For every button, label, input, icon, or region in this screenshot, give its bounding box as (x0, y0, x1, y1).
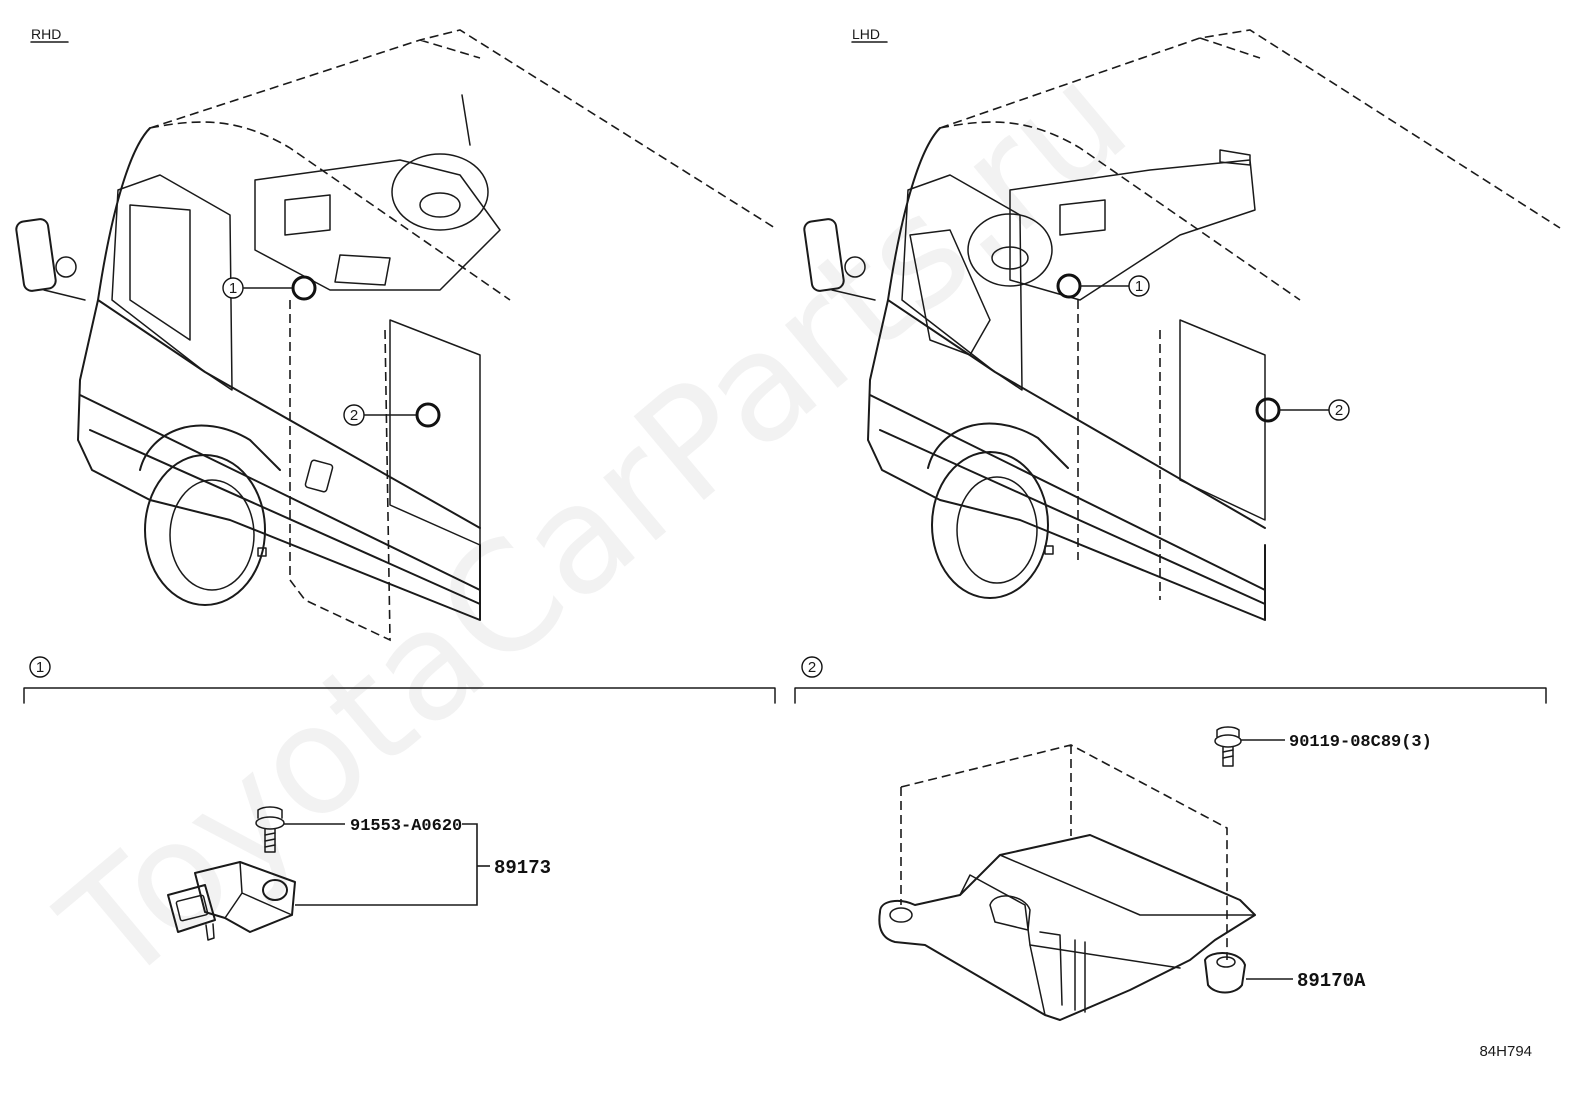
rhd-callout-2: 2 (350, 407, 358, 424)
rhd-marker-lamp (257, 547, 267, 557)
rhd-mirror-arm (43, 289, 86, 301)
lhd-side-mirror (803, 218, 845, 292)
rhd-cab-body (77, 127, 481, 621)
section-1-bracket (23, 687, 776, 704)
diagram-reference-code: 84H794 (1479, 1043, 1532, 1060)
lhd-sensor-location-2 (1255, 397, 1281, 423)
lhd-wheel-rim (956, 476, 1038, 584)
section-2-marker (801, 656, 823, 678)
lhd-wheel-arch (927, 422, 1069, 469)
lhd-mirror-arm (831, 289, 876, 301)
rhd-door-outline (289, 300, 391, 642)
sensor-bolt-part-number: 91553-A0620 (350, 817, 462, 836)
lhd-callout-circle-2 (1328, 399, 1350, 421)
rhd-view: RHD 1 2 (15, 26, 776, 642)
lhd-front-wheel (931, 451, 1049, 599)
rhd-wheel-rim (169, 479, 255, 591)
section-2-number: 2 (808, 659, 816, 676)
ecu-mounting-envelope (900, 744, 1228, 960)
lhd-mirror-mount (844, 256, 866, 278)
rhd-wheel-arch (139, 424, 281, 471)
rhd-steering-wheel (391, 153, 489, 231)
section-2-bracket (794, 687, 1547, 704)
lhd-door-outline (1077, 300, 1161, 600)
section-1-front-sensor: 1 91553-A0620 89173 (23, 656, 776, 941)
front-sensor-group-bracket (295, 823, 478, 906)
front-sensor-part-number: 89173 (494, 857, 551, 879)
section-2-airbag-ecu: 2 90119-08C89(3) 89170A (794, 656, 1547, 1021)
section-1-marker (29, 656, 51, 678)
rhd-door-handle (304, 459, 334, 493)
lhd-marker-lamp (1044, 545, 1054, 555)
rhd-mirror-mount (55, 256, 77, 278)
lhd-callout-circle-1 (1128, 275, 1150, 297)
rhd-sensor-location-2 (415, 402, 441, 428)
lhd-dashboard (1009, 149, 1256, 301)
rhd-windows (111, 174, 481, 546)
front-sensor-drawing (167, 861, 296, 941)
rhd-callout-1: 1 (229, 280, 237, 297)
airbag-ecu-drawing (878, 834, 1256, 1021)
section-1-number: 1 (36, 659, 44, 676)
airbag-ecu-part-number: 89170A (1297, 970, 1366, 992)
rhd-side-mirror (15, 218, 57, 292)
rhd-sensor-location-1 (291, 275, 317, 301)
rhd-interior-trim (461, 94, 471, 146)
lhd-roof-outline (939, 29, 1561, 301)
lhd-label: LHD (852, 26, 880, 42)
lhd-sensor-location-1 (1056, 273, 1082, 299)
watermark: ToyotaCarParts.ru (31, 32, 1160, 1018)
rhd-roof-outline (149, 29, 776, 301)
sensor-bolt-drawing (255, 806, 285, 853)
rhd-steering-hub (419, 192, 461, 218)
lhd-steering-hub (991, 246, 1029, 270)
lhd-callout-1: 1 (1135, 278, 1143, 295)
ecu-bolt-drawing (1214, 726, 1242, 767)
lhd-view: LHD 1 2 (803, 26, 1561, 621)
lhd-pedal-area (909, 229, 991, 356)
rhd-label: RHD (31, 26, 61, 42)
ecu-bolt-part-number: 90119-08C89(3) (1289, 733, 1432, 752)
lhd-callout-2: 2 (1335, 402, 1343, 419)
lhd-steering-wheel (967, 213, 1053, 287)
rhd-front-wheel (144, 454, 266, 606)
